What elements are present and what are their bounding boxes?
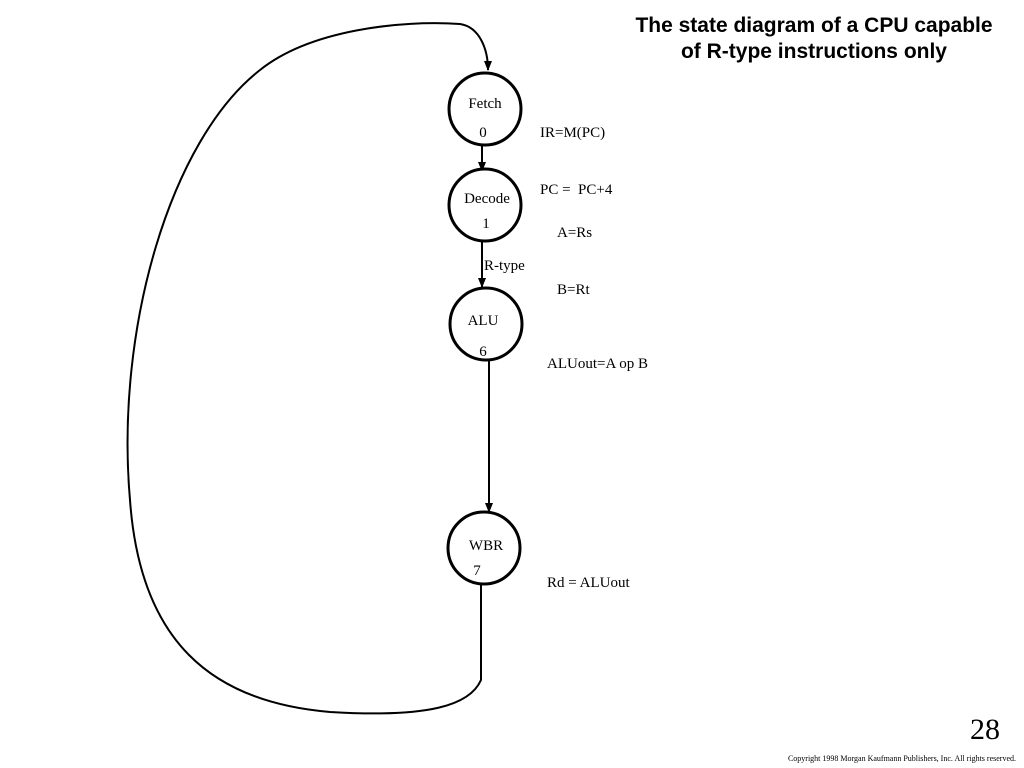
state-decode-circle bbox=[447, 167, 523, 243]
copyright-notice: Copyright 1998 Morgan Kaufmann Publisher… bbox=[787, 754, 1016, 763]
state-fetch-name: Fetch bbox=[468, 96, 502, 112]
wbr-actions: Rd = ALUout bbox=[547, 536, 630, 612]
fetch-action-1: IR=M(PC) bbox=[540, 125, 606, 141]
state-decode-name: Decode bbox=[464, 191, 510, 207]
edge-wbr-to-fetch bbox=[126, 22, 492, 715]
state-alu: ALU 6 bbox=[448, 286, 524, 362]
state-wbr-number: 7 bbox=[473, 563, 481, 579]
state-alu-number: 6 bbox=[479, 344, 487, 360]
slide-title: The state diagram of a CPU capable of R-… bbox=[604, 13, 1024, 65]
fetch-actions: IR=M(PC) PC = PC+4 bbox=[540, 86, 612, 219]
wbr-action-1: Rd = ALUout bbox=[547, 575, 630, 591]
state-decode-number: 1 bbox=[482, 216, 490, 232]
title-line-1: The state diagram of a CPU capable bbox=[635, 14, 993, 37]
state-fetch: Fetch 0 bbox=[447, 71, 523, 147]
state-wbr-name: WBR bbox=[469, 538, 503, 554]
fetch-action-2: PC = PC+4 bbox=[540, 182, 613, 198]
alu-action-1: ALUout=A op B bbox=[547, 356, 648, 372]
state-alu-name: ALU bbox=[468, 313, 499, 329]
state-fetch-circle bbox=[447, 71, 523, 147]
decode-action-1: A=Rs bbox=[557, 225, 593, 241]
alu-actions: ALUout=A op B bbox=[547, 317, 648, 393]
page-number: 28 bbox=[970, 713, 1000, 746]
title-line-2: of R-type instructions only bbox=[680, 40, 947, 63]
state-fetch-number: 0 bbox=[479, 125, 487, 141]
state-decode: Decode 1 bbox=[447, 167, 523, 243]
decode-actions: A=Rs B=Rt bbox=[557, 186, 592, 319]
state-wbr: WBR 7 bbox=[446, 510, 522, 586]
state-wbr-circle bbox=[446, 510, 522, 586]
decode-action-2: B=Rt bbox=[557, 282, 590, 298]
transition-label-r-type: R-type bbox=[484, 258, 525, 274]
state-alu-circle bbox=[448, 286, 524, 362]
